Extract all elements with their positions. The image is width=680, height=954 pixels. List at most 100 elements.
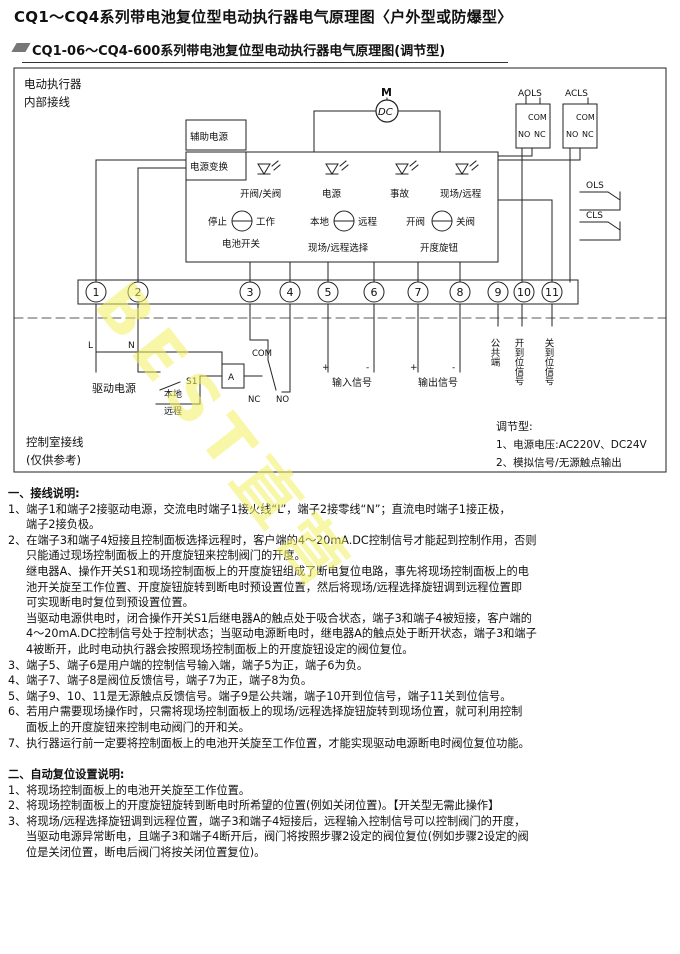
- drive-power-label: 驱动电源: [92, 381, 136, 395]
- input-minus: -: [366, 363, 369, 373]
- note-1-2: 2、在端子3和端子4短接且控制面板选择远程时，客户端的4～20mA.DC控制信号…: [8, 533, 537, 547]
- terminal-label-4: 4: [287, 286, 294, 299]
- note-1-2c: 继电器A、操作开关S1和现场控制面板上的开度旋钮组成了断电复位电路，事先将现场控…: [26, 564, 529, 578]
- output-plus: +: [410, 363, 418, 373]
- power-conv-box: [185, 151, 247, 181]
- note-2-2: 2、将现场控制面板上的开度旋钮旋转到断电时所希望的位置(例如关闭位置)。【开关型…: [8, 799, 500, 813]
- internal-label-2: 内部接线: [24, 95, 70, 109]
- acls-com-label: COM: [576, 113, 595, 122]
- relay-com-label: COM: [252, 349, 272, 359]
- note-1-1: 1、端子1和端子2接驱动电源，交流电时端子1接火线“L”，端子2接零线“N”；直…: [8, 502, 511, 516]
- terminal-label-8: 8: [457, 286, 464, 299]
- knob-remote-label: 远程: [358, 217, 378, 228]
- note-1-3: 3、端子5、端子6是用户端的控制信号输入端，端子5为正，端子6为负。: [8, 658, 369, 672]
- terminal-7: [407, 281, 429, 303]
- terminal-5: [317, 281, 339, 303]
- relay-A-label: A: [228, 373, 235, 383]
- subtitle-rule: [22, 62, 508, 63]
- local-remote-select-label: 现场/远程选择: [308, 242, 369, 254]
- led-label-local-remote: 现场/远程: [440, 189, 482, 200]
- aols-com-label: COM: [528, 113, 547, 122]
- close-pos-label: 关到位信号: [543, 337, 555, 386]
- note-2-3: 3、将现场/远程选择旋钮调到远程位置，端子3和端子4短接后，远程输入控制信号可以…: [8, 814, 526, 828]
- battery-switch-label: 电池开关: [222, 238, 261, 250]
- diagram-frame: [13, 67, 667, 473]
- note-1-2b: 只能通过现场控制面板上的开度旋钮来控制阀门的开度。: [26, 549, 306, 563]
- terminal-6: [363, 281, 385, 303]
- line-N-label: N: [128, 341, 135, 351]
- note-1-2g: 4～20mA.DC控制信号处于控制状态；当驱动电源断电时，继电器A的触点处于断开…: [26, 627, 537, 641]
- line-L-label: L: [88, 341, 93, 351]
- note-1-5: 5、端子9、10、11是无源触点反馈信号。端子9是公共端，端子10开到位信号，端…: [8, 689, 512, 703]
- relay-local-label: 本地: [164, 388, 182, 400]
- reg-item-2: 2、模拟信号/无源触点输出: [496, 456, 622, 469]
- note-2-3c: 位是关闭位置，断电后阀门将按关闭位置复位)。: [26, 846, 266, 860]
- ols-label: OLS: [586, 181, 604, 191]
- section1-title: 一、接线说明:: [8, 487, 80, 500]
- note-2-1: 1、将现场控制面板上的电池开关旋至工作位置。: [8, 783, 251, 797]
- internal-label-1: 电动执行器: [24, 77, 82, 91]
- open-pos-label: 开到位信号: [513, 338, 525, 386]
- section2-title: 二、自动复位设置说明:: [8, 768, 125, 782]
- switch-S1-label: S1: [186, 377, 197, 387]
- terminal-1: [85, 281, 107, 303]
- knob-local-label: 本地: [310, 216, 330, 228]
- knob-stop-label: 停止: [208, 216, 228, 228]
- output-minus: -: [452, 363, 455, 373]
- note-1-4: 4、端子7、端子8是阀位反馈信号，端子7为正，端子8为负。: [8, 674, 313, 688]
- aols-no-label: NO: [518, 130, 530, 139]
- led-label-open-close: 开阀/关阀: [240, 188, 281, 200]
- acls-no-label: NO: [566, 130, 578, 139]
- aols-switch-box: [515, 103, 551, 149]
- knob-open-label: 开阀: [406, 216, 425, 228]
- terminal-8: [449, 281, 471, 303]
- note-1-6: 6、若用户需要现场操作时，只需将现场控制面板上的现场/远程选择旋钮旋转到现场位置…: [8, 705, 523, 719]
- power-conv-label: 电源变换: [190, 161, 229, 173]
- acls-nc-label: NC: [582, 130, 594, 139]
- terminal-label-3: 3: [247, 286, 254, 299]
- aux-power-box: [185, 119, 247, 151]
- led-local-remote-icon: [455, 160, 479, 175]
- knob-close-label: 关阀: [456, 216, 475, 228]
- aols-nc-label: NC: [534, 130, 546, 139]
- page-subtitle: CQ1-06～CQ4-600系列带电池复位型电动执行器电气原理图(调节型): [32, 44, 446, 59]
- motor-m-label: M: [381, 86, 392, 99]
- output-signal-label: 输出信号: [418, 376, 458, 389]
- terminal-9: [487, 281, 509, 303]
- note-2-3b: 当驱动电源异常断电，且端子3和端子4断开后，阀门将按照步骤2设定的阀位复位(例如…: [26, 830, 529, 844]
- note-1-2d: 池开关旋至工作位置、开度旋钮旋转到断电时预设置位置，然后将现场/远程选择旋钮调到…: [26, 580, 523, 594]
- terminal-label-6: 6: [371, 286, 378, 299]
- terminal-2: [127, 281, 149, 303]
- common-terminal-label: 公共端: [489, 338, 501, 367]
- control-room-label: 控制室接线: [26, 435, 84, 449]
- aux-power-label: 辅助电源: [190, 131, 229, 143]
- control-room-note: (仅供参考): [26, 453, 81, 467]
- note-1-7: 7、执行器运行前一定要将控制面板上的电池开关旋至工作位置，才能实现驱动电源断电时…: [8, 736, 530, 750]
- terminal-label-9: 9: [495, 286, 502, 299]
- led-label-fault: 事故: [390, 188, 410, 200]
- terminal-label-5: 5: [325, 286, 332, 299]
- terminal-label-2: 2: [135, 286, 142, 299]
- terminal-label-10: 10: [517, 286, 531, 299]
- input-plus: +: [322, 363, 330, 373]
- terminal-label-1: 1: [93, 286, 100, 299]
- reg-type-label: 调节型:: [496, 419, 533, 433]
- relay-nc-label: NC: [248, 395, 260, 405]
- terminal-label-11: 11: [545, 286, 559, 299]
- led-open-close-icon: [257, 160, 281, 175]
- acls-switch-box: [562, 103, 598, 149]
- cls-label: CLS: [586, 211, 603, 221]
- note-1-2h: 4被断开，此时电动执行器会按照现场控制面板上的开度旋钮设定的阀位复位。: [26, 642, 414, 656]
- page-title: CQ1～CQ4系列带电池复位型电动执行器电气原理图〈户外型或防爆型〉: [14, 8, 513, 26]
- terminal-11: [541, 281, 563, 303]
- knob-work-label: 工作: [256, 216, 276, 228]
- wiring-diagram: 电动执行器 内部接线 M DC 辅助电源 电源变换 开阀/关阀 电源 事故 现场…: [13, 67, 667, 473]
- motor-dc-label: DC: [378, 107, 393, 118]
- note-1-6b: 面板上的开度旋钮来控制电动阀门的开和关。: [26, 720, 250, 734]
- relay-remote-label: 远程: [164, 406, 182, 417]
- relay-no-label: NO: [276, 395, 289, 405]
- control-board: [185, 151, 499, 263]
- aols-label: AOLS: [518, 89, 542, 99]
- terminal-label-7: 7: [415, 286, 422, 299]
- note-1-1b: 端子2接负极。: [26, 518, 101, 532]
